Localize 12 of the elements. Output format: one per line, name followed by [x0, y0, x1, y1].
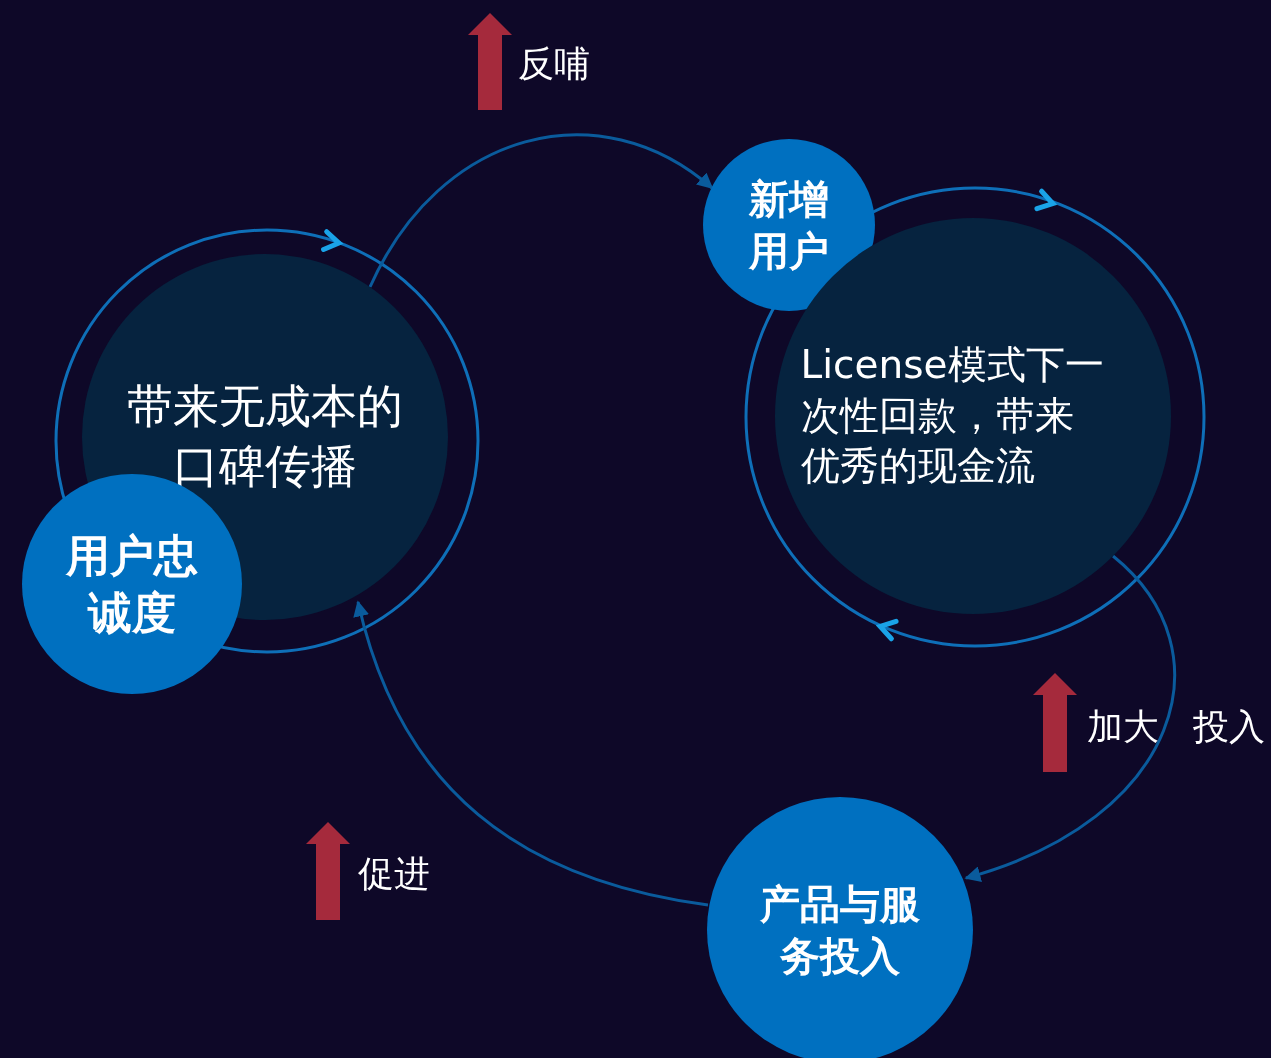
arrow — [368, 133, 714, 288]
circle-text: 产品与服务投入 — [759, 880, 921, 981]
arrow — [354, 600, 709, 907]
arrow — [964, 554, 1176, 882]
arrow-label: 投入 — [1193, 709, 1265, 745]
arrow-label: 促进 — [358, 856, 430, 892]
circle-text: 带来无成本的口碑传播 — [126, 378, 404, 495]
arrow-label: 加大 — [1087, 709, 1159, 745]
circle-text: 用户忠诚度 — [64, 528, 199, 640]
circle-text: License模式下一次性回款，带来优秀的现金流 — [800, 340, 1105, 491]
arrow-label: 反哺 — [518, 46, 590, 82]
circle-text: 新增用户 — [748, 175, 830, 276]
